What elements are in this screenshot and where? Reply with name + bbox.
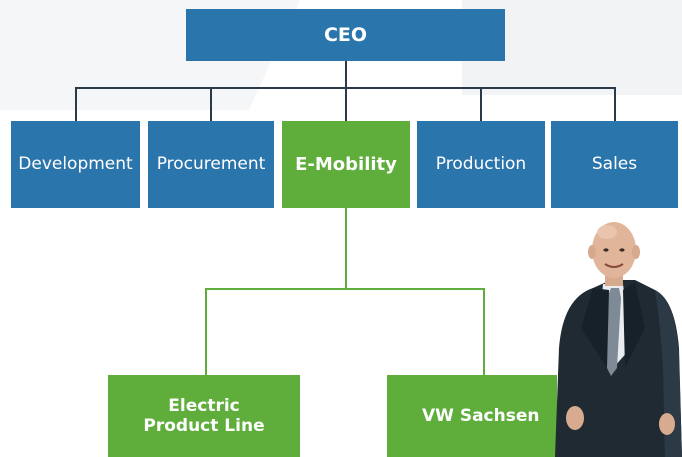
department-label: Sales (591, 154, 638, 175)
hand (566, 406, 584, 430)
subunit-label-line1: Electric (168, 395, 240, 416)
hand (659, 413, 675, 435)
department-box-development: Development (11, 121, 140, 208)
subunit-label: VW Sachsen (422, 405, 540, 426)
department-label: Development (18, 154, 133, 175)
department-box-emobility: E-Mobility (282, 121, 410, 208)
department-box-sales: Sales (551, 121, 678, 208)
subunit-label: Electric Product Line (143, 396, 264, 437)
head-shine (597, 225, 617, 239)
eye (603, 248, 609, 252)
department-label: E-Mobility (295, 153, 397, 175)
ear (588, 245, 596, 259)
ear (632, 245, 640, 259)
lapel-left (581, 288, 609, 368)
mouth (604, 263, 624, 268)
department-box-production: Production (417, 121, 545, 208)
subunit-label-line2: Product Line (143, 416, 265, 436)
subunit-box-vw-sachsen: VW Sachsen (387, 375, 557, 457)
department-box-procurement: Procurement (148, 121, 274, 208)
subunit-box-electric-product-line: Electric Product Line (108, 375, 300, 457)
suit-arm (655, 290, 682, 457)
lapel-right (623, 282, 645, 368)
ceo-label: CEO (323, 23, 368, 46)
department-label: Production (435, 154, 527, 175)
eye (619, 248, 625, 252)
executive-photo (555, 222, 682, 457)
ceo-box: CEO (186, 9, 505, 61)
tie (607, 288, 621, 376)
department-label: Procurement (156, 154, 266, 175)
